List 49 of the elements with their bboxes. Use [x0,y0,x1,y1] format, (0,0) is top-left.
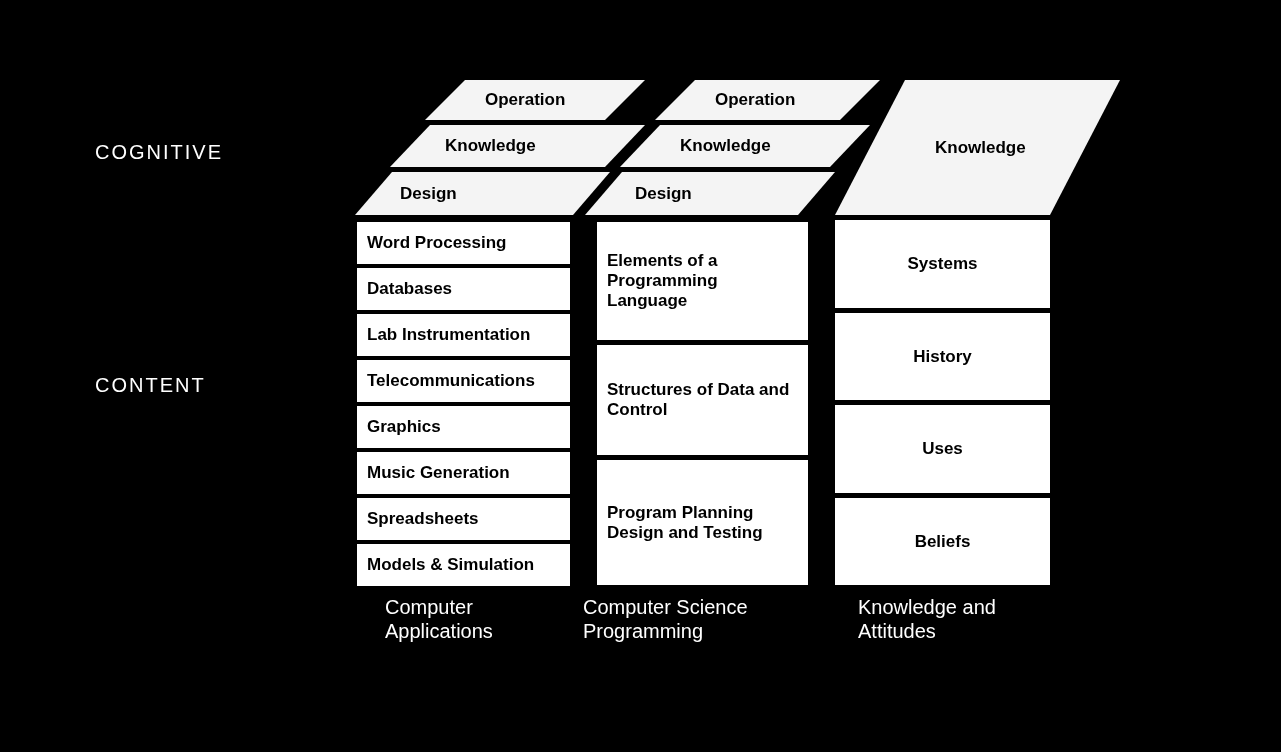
content-block [357,544,570,586]
content-block [357,498,570,540]
block-label: Telecommunications [367,371,535,391]
content-block [597,345,808,455]
block-label: Program Planning Design and Testing [607,502,764,543]
content-block [597,460,808,585]
block-label: Models & Simulation [367,555,535,575]
top-face [355,172,610,215]
content-block [357,360,570,402]
block-label: Databases [367,279,453,299]
face-label: Operation [715,90,796,110]
face-label: Operation [485,90,566,110]
block-label: Systems [907,254,978,274]
block-label: Graphics [367,417,441,437]
top-face [390,125,645,167]
content-block [357,268,570,310]
row-label: COGNITIVE [95,140,224,164]
column-label: Computer Applications [385,595,494,643]
block-label: Beliefs [914,531,971,552]
top-face [585,172,835,215]
top-face [835,80,1120,215]
content-block [835,405,1050,493]
row-label: CONTENT [95,373,207,397]
block-label: Elements of a Programming Language [607,251,719,311]
content-block [597,222,808,340]
face-label: Knowledge [935,137,1026,158]
block-label: Lab Instrumentation [367,325,531,345]
content-block [357,406,570,448]
face-label: Design [635,183,692,204]
top-face [655,80,880,120]
column-label: Computer Science Programming [583,595,749,643]
column-label: Knowledge and Attitudes [858,595,997,643]
block-label: Structures of Data and Control [607,380,791,420]
block-label: History [913,346,972,367]
face-label: Knowledge [445,136,536,156]
content-block [357,314,570,356]
block-label: Uses [922,439,963,459]
content-block [835,220,1050,308]
block-label: Spreadsheets [367,509,479,529]
face-label: Design [400,183,457,204]
content-block [835,313,1050,400]
content-block [357,452,570,494]
content-block [357,222,570,264]
top-face [620,125,870,167]
block-label: Music Generation [367,463,510,483]
block-label: Word Processing [367,233,507,253]
face-label: Knowledge [680,136,771,156]
content-block [835,498,1050,585]
top-face [425,80,645,120]
